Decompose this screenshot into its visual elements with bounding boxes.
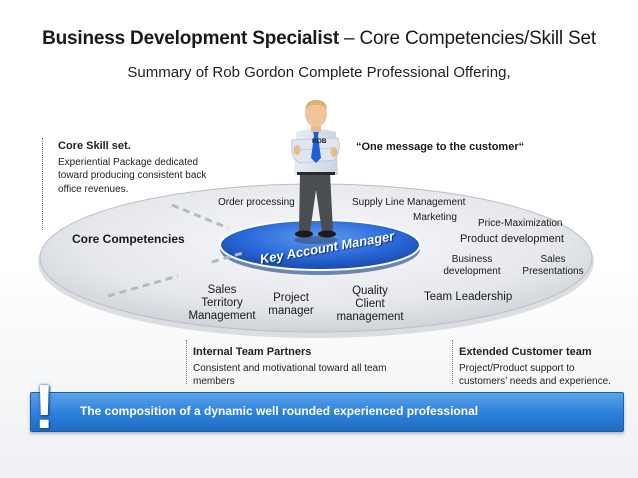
summary-banner-text: The composition of a dynamic well rounde… — [80, 404, 479, 418]
exclamation-icon: ! — [34, 373, 55, 442]
core-competencies-label: Core Competencies — [72, 232, 185, 246]
marketing-label: Marketing — [413, 212, 457, 223]
project-manager-line-1: Project — [273, 292, 309, 304]
business-development-label: Business development — [440, 254, 504, 278]
page-title: Business Development Specialist – Core C… — [0, 28, 638, 50]
internal-team-line-2: members — [193, 376, 235, 387]
internal-team-heading: Internal Team Partners — [193, 346, 312, 358]
extended-team-heading: Extended Customer team — [459, 346, 592, 358]
extended-team-line-2: customers’ needs and experience. — [459, 376, 611, 387]
core-skill-line-2: toward producing consistent back — [58, 170, 207, 181]
sales-territory-line-1: Sales — [207, 284, 237, 296]
business-development-line-2: development — [443, 266, 501, 277]
core-skill-block: Core Skill set. Experiential Package ded… — [58, 140, 206, 196]
connector-dash-3 — [211, 250, 247, 264]
internal-team-line-1: Consistent and motivational toward all t… — [193, 362, 387, 374]
extended-team-divider — [452, 340, 453, 384]
team-leadership-label: Team Leadership — [424, 291, 513, 303]
internal-team-divider — [186, 340, 187, 384]
business-development-line-1: Business — [451, 254, 493, 265]
quality-client-label: Quality Client management — [334, 285, 406, 324]
title-bold: Business Development Specialist — [42, 28, 339, 49]
internal-team-block: Internal Team Partners Consistent and mo… — [193, 346, 386, 389]
supply-line-label: Supply Line Management — [352, 197, 466, 208]
sales-territory-line-2: Territory — [201, 297, 243, 309]
figure-badge: ROB — [312, 138, 327, 145]
quote-text: “One message to the customer“ — [356, 141, 525, 153]
quality-client-line-3: management — [336, 311, 404, 323]
sales-presentations-line-1: Sales — [540, 254, 566, 265]
rob-figure — [291, 100, 340, 244]
page-subtitle: Summary of Rob Gordon Complete Professio… — [127, 64, 511, 81]
core-skill-line-1: Experiential Package dedicated — [58, 156, 199, 168]
center-disc — [219, 219, 421, 271]
sales-territory-label: Sales Territory Management — [186, 284, 258, 323]
sales-presentations-label: Sales Presentations — [516, 254, 590, 278]
project-manager-label: Project manager — [262, 292, 320, 318]
title-rest: – Core Competencies/Skill Set — [338, 28, 596, 49]
order-processing-label: Order processing — [218, 197, 295, 208]
quality-client-line-1: Quality — [352, 285, 388, 297]
extended-team-block: Extended Customer team Project/Product s… — [459, 346, 611, 389]
connector-dash-1 — [171, 203, 229, 230]
core-skill-divider — [42, 138, 43, 230]
price-maximization-label: Price-Maximization — [478, 218, 563, 229]
extended-team-line-1: Project/Product support to — [459, 362, 575, 374]
connector-dash-2 — [107, 274, 179, 298]
core-skill-line-3: office revenues. — [58, 183, 129, 195]
sales-presentations-line-2: Presentations — [522, 266, 584, 277]
product-development-label: Product development — [460, 233, 564, 245]
summary-banner — [30, 392, 624, 432]
project-manager-line-2: manager — [268, 305, 314, 317]
core-skill-heading: Core Skill set. — [58, 140, 131, 152]
sales-territory-line-3: Management — [188, 310, 256, 322]
quality-client-line-2: Client — [355, 298, 385, 310]
